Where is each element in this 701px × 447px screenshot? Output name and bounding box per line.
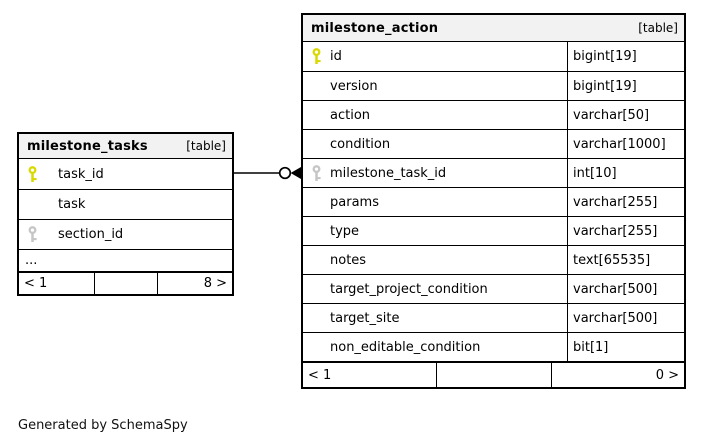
table-footer: < 1 0 > [303, 361, 684, 387]
column-name: notes [330, 252, 367, 268]
column-name: target_project_condition [330, 281, 488, 297]
column-row-task[interactable]: task [19, 189, 232, 219]
column-row-section_id[interactable]: section_id [19, 219, 232, 249]
column-name: task [58, 197, 86, 212]
column-name: task_id [58, 166, 104, 182]
primary-key-icon [19, 165, 39, 183]
column-type: varchar[50] [567, 101, 684, 129]
column-name: target_site [330, 310, 400, 326]
column-type: bit[1] [567, 333, 684, 361]
column-type: varchar[1000] [567, 130, 684, 158]
column-type: varchar[255] [567, 217, 684, 245]
column-name: params [330, 194, 379, 210]
footer-children-count: 8 > [157, 273, 232, 294]
column-list: id bigint[19] version bigint[19] action varch… [303, 42, 684, 361]
table-footer: < 1 8 > [19, 271, 232, 294]
fk-relationship-connector [233, 166, 301, 180]
footer-parents-count: < 1 [308, 367, 332, 383]
column-name: milestone_task_id [330, 165, 447, 181]
column-row-condition[interactable]: condition varchar[1000] [303, 129, 684, 158]
column-row-target_project_condition[interactable]: target_project_condition varchar[500] [303, 274, 684, 303]
table-header-milestone_tasks[interactable]: milestone_tasks [table] [19, 134, 232, 159]
column-row-id[interactable]: id bigint[19] [303, 42, 684, 71]
column-type: varchar[500] [567, 304, 684, 332]
column-row-params[interactable]: params varchar[255] [303, 187, 684, 216]
table-header-milestone_action[interactable]: milestone_action [table] [303, 15, 684, 42]
column-name: ... [25, 253, 38, 268]
column-row-task_id[interactable]: task_id [19, 159, 232, 189]
column-row-more[interactable]: ... [19, 249, 232, 271]
column-row-action[interactable]: action varchar[50] [303, 100, 684, 129]
table-title: milestone_action [311, 20, 439, 36]
column-name: action [330, 107, 371, 123]
column-type: bigint[19] [567, 42, 684, 71]
column-type: text[65535] [567, 246, 684, 274]
column-name: id [330, 49, 342, 64]
primary-key-icon [303, 48, 323, 65]
column-type: bigint[19] [567, 72, 684, 100]
column-row-version[interactable]: version bigint[19] [303, 71, 684, 100]
column-type: varchar[500] [567, 275, 684, 303]
table-type-tag: [table] [186, 139, 226, 153]
column-row-milestone_task_id[interactable]: milestone_task_id int[10] [303, 158, 684, 187]
column-row-non_editable_condition[interactable]: non_editable_condition bit[1] [303, 332, 684, 361]
column-row-type[interactable]: type varchar[255] [303, 216, 684, 245]
column-row-target_site[interactable]: target_site varchar[500] [303, 303, 684, 332]
table-type-tag: [table] [638, 21, 678, 35]
foreign-key-icon [19, 226, 39, 243]
foreign-key-icon [303, 164, 323, 182]
column-type: varchar[255] [567, 188, 684, 216]
column-type: int[10] [567, 159, 684, 187]
generated-by-note: Generated by SchemaSpy [18, 418, 188, 433]
column-name: type [330, 223, 360, 239]
column-name: version [330, 78, 378, 94]
footer-middle-cell [436, 363, 550, 387]
zero-or-one-circle [278, 166, 292, 180]
footer-children-count: 0 > [550, 363, 684, 387]
arrowhead-icon [290, 167, 301, 179]
column-name: non_editable_condition [330, 339, 481, 355]
column-name: condition [330, 136, 391, 152]
column-row-notes[interactable]: notes text[65535] [303, 245, 684, 274]
table-title: milestone_tasks [27, 138, 148, 154]
footer-parents-count: < 1 [24, 276, 48, 291]
column-name: section_id [58, 227, 124, 242]
footer-middle-cell [93, 273, 158, 294]
